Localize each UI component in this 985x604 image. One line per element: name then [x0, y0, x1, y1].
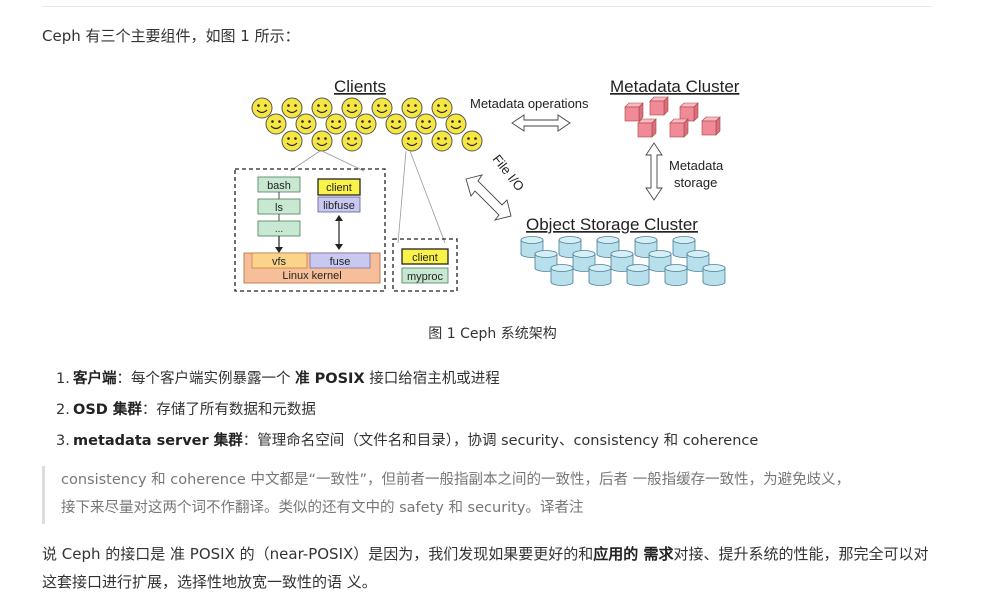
list-item: 2.OSD 集群：存储了所有数据和元数据	[56, 395, 758, 426]
metadata-operations-label: Metadata operations	[470, 96, 589, 111]
ceph-architecture-figure: Clients bash ls ... client libfuse vfs f…	[230, 75, 750, 295]
para-text-a: 说 Ceph 的接口是 准 POSIX 的（near-POSIX）是因为，我们发…	[42, 545, 594, 563]
clients-smiley-icons	[251, 97, 483, 152]
myproc-dashed-box	[392, 238, 458, 292]
list-item-text: ：存储了所有数据和元数据	[141, 402, 316, 418]
libfuse-box	[317, 196, 361, 213]
list-item-emphasis: 准 POSIX	[295, 371, 365, 387]
para-emphasis: 应用的 需求	[593, 545, 674, 563]
libfuse-label: libfuse	[323, 200, 355, 212]
intro-text: Ceph 有三个主要组件，如图 1 所示：	[42, 27, 300, 45]
vfs-box	[251, 252, 308, 269]
myproc-label: myproc	[407, 271, 444, 283]
ellipsis-label: ...	[275, 224, 283, 235]
list-item-text: ：管理命名空间（文件名和目录），协调 security、consistency …	[242, 433, 759, 449]
object-storage-title: Object Storage Cluster	[526, 215, 698, 234]
list-item-text: ：每个客户端实例暴露一个	[116, 371, 296, 387]
component-list: 1.客户端：每个客户端实例暴露一个 准 POSIX 接口给宿主机或进程 2.OS…	[56, 364, 758, 457]
translator-note-blockquote: consistency 和 coherence 中文都是“一致性”，但前者一般指…	[42, 466, 925, 524]
client-box-2	[401, 248, 449, 265]
top-divider	[42, 6, 932, 7]
fuse-label: fuse	[330, 256, 351, 268]
client-label-1: client	[326, 182, 352, 194]
linux-kernel-label: Linux kernel	[282, 270, 341, 282]
metadata-storage-label-1: Metadata	[669, 158, 724, 173]
list-number: 3.	[56, 433, 70, 449]
file-io-label: File I/O	[490, 152, 528, 194]
posix-explanation-paragraph: 说 Ceph 的接口是 准 POSIX 的（near-POSIX）是因为，我们发…	[42, 540, 937, 596]
architecture-diagram: Clients bash ls ... client libfuse vfs f…	[234, 77, 740, 292]
list-number: 1.	[56, 371, 70, 387]
object-storage-cylinders	[520, 236, 726, 286]
quote-line-1: consistency 和 coherence 中文都是“一致性”，但前者一般指…	[61, 472, 851, 488]
list-item: 1.客户端：每个客户端实例暴露一个 准 POSIX 接口给宿主机或进程	[56, 364, 758, 395]
list-number: 2.	[56, 402, 70, 418]
client-label-2: client	[412, 252, 438, 264]
clients-title: Clients	[334, 77, 386, 96]
figure-caption: 图 1 Ceph 系统架构	[428, 326, 557, 342]
client-connector-lines	[289, 150, 446, 244]
list-item-title: metadata server 集群	[73, 433, 243, 449]
list-item-title: 客户端	[73, 371, 117, 387]
metadata-storage-label-2: storage	[674, 175, 717, 190]
host-dashed-box	[234, 168, 386, 292]
list-item-title: OSD 集群	[73, 402, 142, 418]
metadata-cluster-title: Metadata Cluster	[610, 77, 740, 96]
bash-label: bash	[267, 180, 291, 192]
list-item-text-tail: 接口给宿主机或进程	[364, 371, 500, 387]
file-io-arrow-icon	[465, 174, 512, 221]
ls-label: ls	[275, 202, 283, 214]
double-arrow-horizontal-icon	[511, 114, 571, 132]
vfs-label: vfs	[272, 256, 287, 268]
fuse-box	[309, 252, 371, 269]
para-text-b: 对接、提升系统的性能，那完全可以对这套接口进行扩展，选择性地放宽一致性的语 义。	[42, 545, 929, 591]
client-box-1	[317, 178, 361, 196]
list-item: 3.metadata server 集群：管理命名空间（文件名和目录），协调 s…	[56, 426, 758, 457]
double-arrow-vertical-icon	[645, 142, 663, 201]
metadata-cluster-cubes	[624, 96, 721, 138]
myproc-box	[401, 267, 449, 284]
quote-line-2: 接下来尽量对这两个词不作翻译。类似的还有文中的 safety 和 securit…	[61, 500, 584, 516]
